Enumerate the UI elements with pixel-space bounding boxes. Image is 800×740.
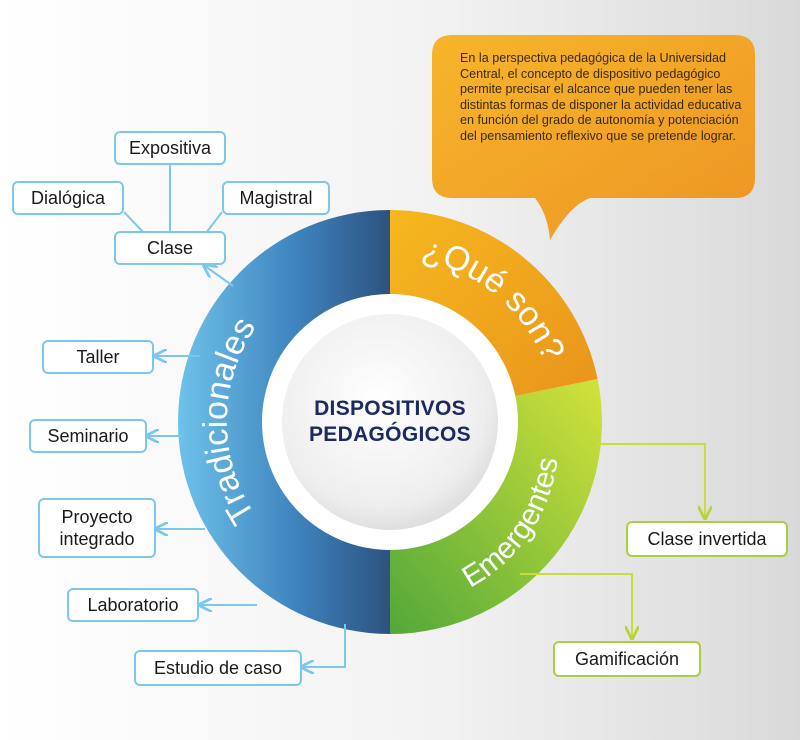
connector-gamificacion	[520, 573, 632, 637]
bubble-description: En la perspectiva pedagógica de la Unive…	[460, 51, 742, 143]
item-estudio-de-caso: Estudio de caso	[134, 650, 302, 686]
connector-clase-invertida	[597, 443, 705, 517]
connector-dialogica-clase	[123, 211, 145, 234]
speech-bubble	[432, 35, 755, 240]
item-proyecto-integrado: Proyecto integrado	[38, 498, 156, 558]
item-dialogica: Dialógica	[12, 181, 124, 215]
connector-ring-clase	[205, 266, 234, 287]
item-clase: Clase	[114, 231, 226, 265]
item-clase-invertida: Clase invertida	[626, 521, 788, 557]
connector-magistral-clase	[205, 211, 223, 234]
center-title: DISPOSITIVOS PEDAGÓGICOS	[290, 396, 490, 448]
center-title-line2: PEDAGÓGICOS	[309, 423, 471, 446]
item-laboratorio: Laboratorio	[67, 588, 199, 622]
center-disc	[282, 314, 498, 530]
item-gamificacion: Gamificación	[553, 641, 701, 677]
item-proyecto-line1: Proyecto	[61, 507, 133, 527]
item-magistral: Magistral	[222, 181, 330, 215]
item-taller: Taller	[42, 340, 154, 374]
connector-estudio-caso	[303, 624, 346, 667]
item-proyecto-line2: integrado	[59, 529, 135, 549]
item-seminario: Seminario	[29, 419, 147, 453]
center-title-line1: DISPOSITIVOS	[314, 397, 466, 420]
item-expositiva: Expositiva	[114, 131, 226, 165]
